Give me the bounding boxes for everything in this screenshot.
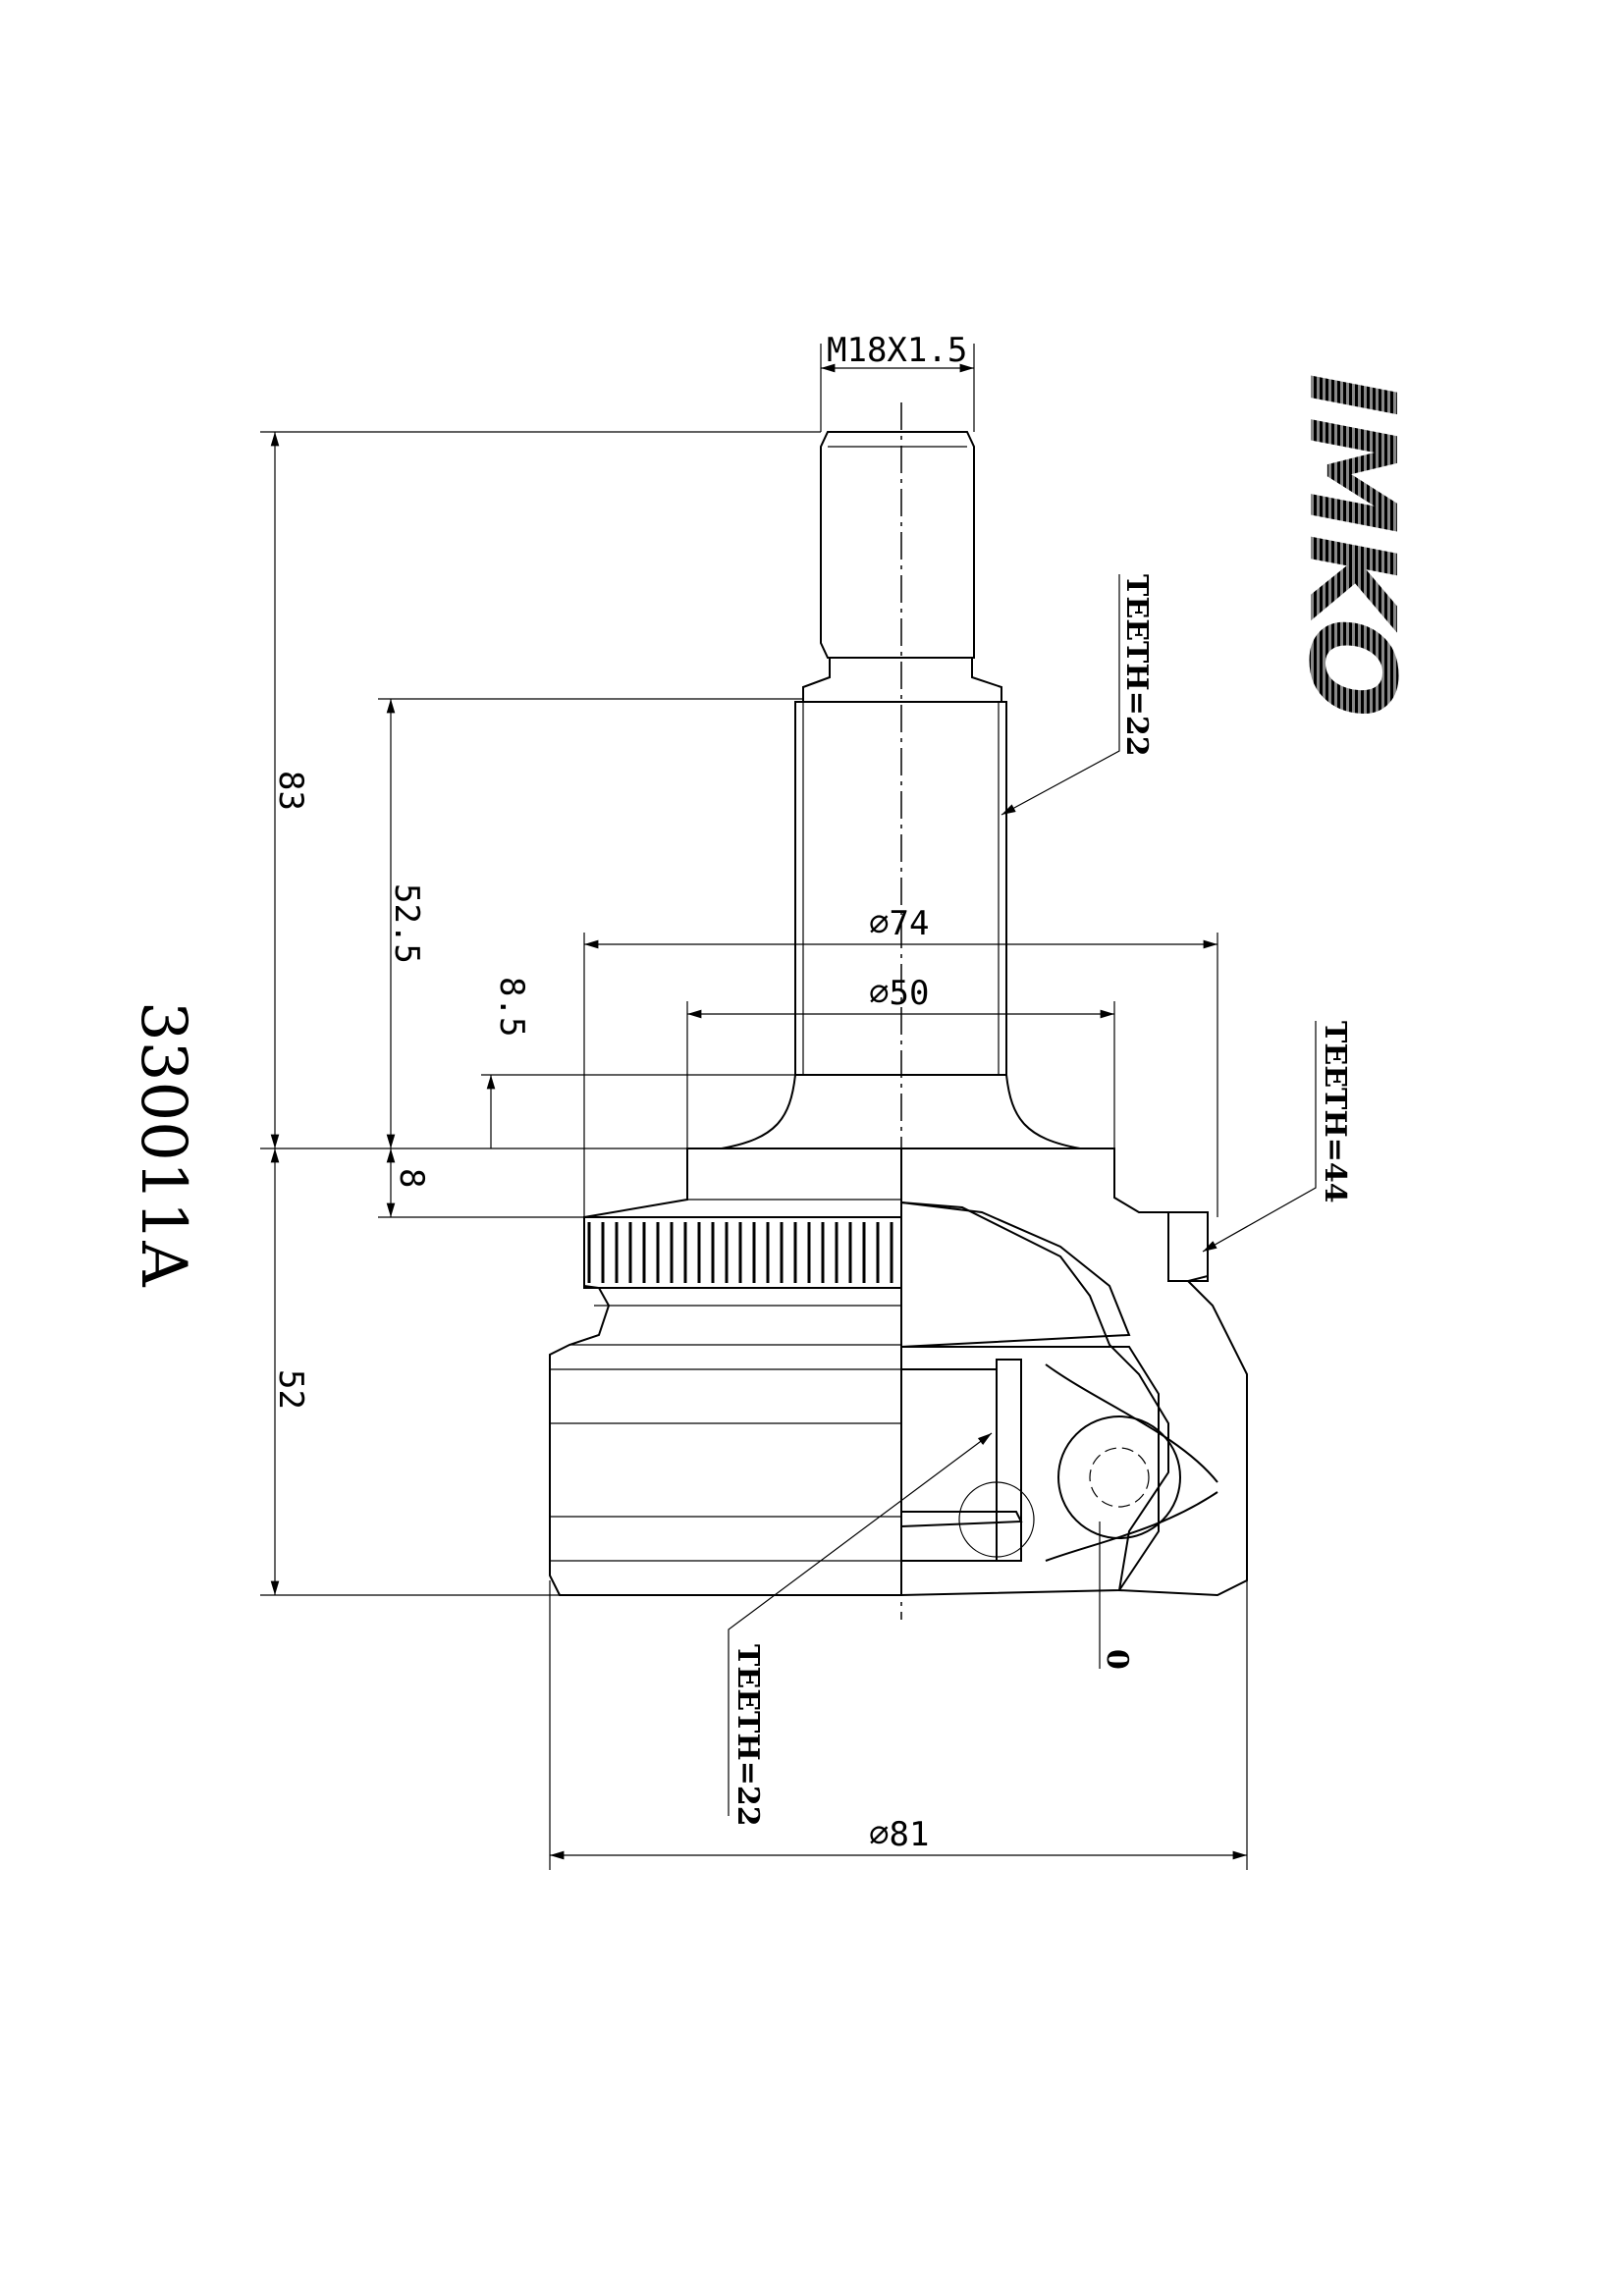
- ring-teeth-label: TEETH=44: [1318, 1021, 1352, 1203]
- dia-81-dim: ⌀81: [869, 1815, 929, 1854]
- dia-50-dim: ⌀50: [869, 974, 929, 1013]
- angle-label: 0: [1100, 1649, 1134, 1670]
- shaft-length-dim: 52.5: [387, 883, 426, 964]
- body-length-dim: 52: [271, 1369, 310, 1410]
- dimensions: M18X1.5 ⌀74 ⌀50 83 52.5 8.5 8 52: [260, 331, 1248, 1870]
- len-8-dim: 8: [392, 1168, 431, 1188]
- brand-logo: IMKO: [1282, 373, 1419, 718]
- part-number: 330011A: [127, 1001, 199, 1287]
- shaft-teeth-label: TEETH=22: [1119, 574, 1154, 757]
- thread-dim: M18X1.5: [827, 331, 967, 370]
- dia-74-dim: ⌀74: [869, 904, 929, 943]
- inner-teeth-label: TEETH=22: [730, 1644, 765, 1827]
- total-length-dim: 83: [271, 771, 310, 811]
- cv-joint-body: [549, 1148, 1114, 1596]
- splined-shaft: [686, 701, 1115, 1198]
- len-8-5-dim: 8.5: [492, 977, 531, 1037]
- cv-joint-section: [900, 1148, 1248, 1597]
- abs-ring: [583, 1216, 902, 1289]
- ball: [1057, 1415, 1181, 1539]
- threaded-stub: [802, 431, 1002, 703]
- annotations: TEETH=22 TEETH=44 TEETH=22 0: [728, 574, 1352, 1827]
